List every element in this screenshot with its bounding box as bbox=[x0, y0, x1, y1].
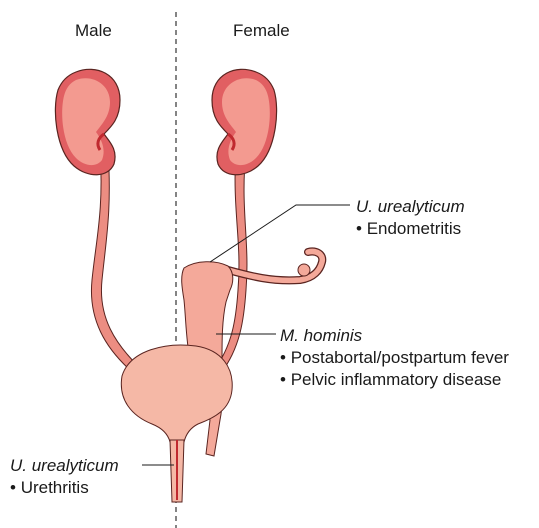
right-kidney bbox=[212, 69, 277, 174]
left-kidney bbox=[55, 69, 120, 174]
urethritis-item: • Urethritis bbox=[10, 478, 89, 497]
endometritis-condition: Endometritis bbox=[367, 219, 461, 238]
urethra bbox=[170, 440, 184, 502]
hominis-item-1: • Postabortal/postpartum fever bbox=[280, 348, 509, 367]
hominis-item-2: • Pelvic inflammatory disease bbox=[280, 370, 501, 389]
endometritis-item: • Endometritis bbox=[356, 219, 461, 238]
male-header: Male bbox=[75, 21, 112, 40]
urethritis-condition: Urethritis bbox=[21, 478, 89, 497]
hominis-bullet-1: • bbox=[280, 348, 286, 367]
endometritis-bullet: • bbox=[356, 219, 362, 238]
hominis-condition-2: Pelvic inflammatory disease bbox=[291, 370, 502, 389]
hominis-bullet-2: • bbox=[280, 370, 286, 389]
urethritis-organism: U. urealyticum bbox=[10, 456, 119, 475]
hominis-condition-1: Postabortal/postpartum fever bbox=[291, 348, 510, 367]
endometritis-organism: U. urealyticum bbox=[356, 197, 465, 216]
left-ureter bbox=[91, 150, 138, 370]
hominis-organism: M. hominis bbox=[280, 326, 363, 345]
endometritis-leader bbox=[210, 205, 350, 262]
female-header: Female bbox=[233, 21, 290, 40]
urethritis-bullet: • bbox=[10, 478, 16, 497]
